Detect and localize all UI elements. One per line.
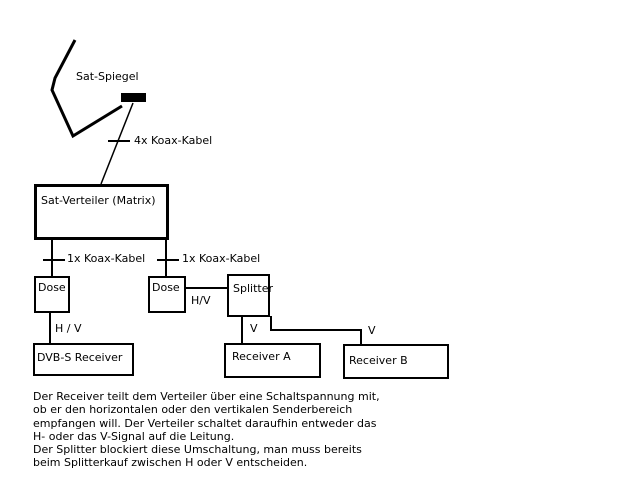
dvbs-receiver-box: DVB-S Receiver [33,343,134,376]
receiver-a-label: Receiver A [232,350,291,363]
dose-right-label: Dose [152,281,180,294]
matrix-label: Sat-Verteiler (Matrix) [41,194,156,207]
dvbs-receiver-label: DVB-S Receiver [37,351,123,364]
hv-right-label: H/V [191,294,211,307]
explanation-note: Der Receiver teilt dem Verteiler über ei… [33,390,393,470]
splitter-label: Splitter [233,282,273,295]
dish-reflector [50,39,123,139]
cable-1x-left-label: 1x Koax-Kabel [67,252,146,265]
receiver-a-box: Receiver A [224,343,321,378]
note-line: ob er den horizontalen oder den vertikal… [33,403,353,417]
cable-1x-right-label: 1x Koax-Kabel [182,252,261,265]
note-line: empfangen will. Der Verteiler schaltet d… [33,416,377,430]
v-b-label: V [368,324,376,337]
dose-left-box: Dose [34,276,70,313]
matrix-box: Sat-Verteiler (Matrix) [34,184,169,240]
receiver-b-label: Receiver B [349,354,408,367]
note-line: Der Receiver teilt dem Verteiler über ei… [33,390,380,403]
splitter-box: Splitter [227,274,273,317]
cable-4x [100,102,134,185]
cable-4x-label: 4x Koax-Kabel [134,134,213,147]
dose-left-label: Dose [38,281,66,294]
dish-label: Sat-Spiegel [76,70,139,83]
dose-right-box: Dose [148,276,186,313]
lnb [121,93,146,102]
hv-left-label: H / V [55,322,82,335]
cable-splitter-b [270,316,362,345]
v-a-label: V [250,322,258,335]
note-line: beim Splitterkauf zwischen H oder V ents… [33,456,308,470]
receiver-b-box: Receiver B [343,344,449,379]
note-line: Der Splitter blockiert diese Umschaltung… [33,443,362,457]
note-line: H- oder das V-Signal auf die Leitung. [33,429,235,443]
